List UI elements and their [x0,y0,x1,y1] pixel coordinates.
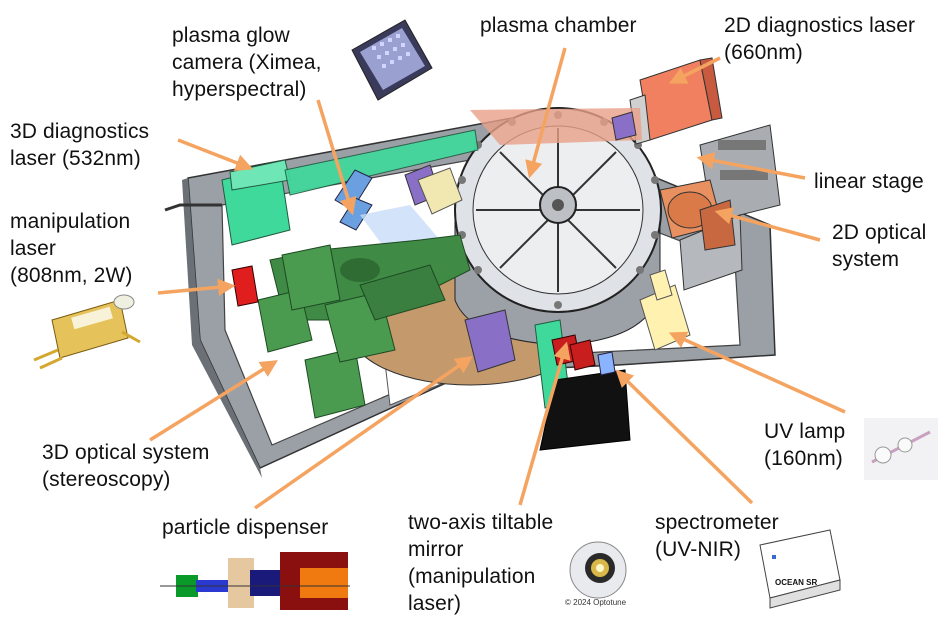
svg-text:OCEAN SR: OCEAN SR [775,578,817,587]
label-uv-lamp: UV lamp (160nm) [764,420,846,470]
label-laser-3d: 3D diagnostics laser (532nm) [10,120,150,170]
uv-lamp-photo-icon [864,418,938,480]
label-plasma-glow-camera: plasma glow camera (Ximea, hyperspectral… [172,24,322,101]
laser-diode-icon [33,294,141,370]
optical-3d-body [257,234,471,419]
spectrometer-box-icon: OCEAN SR [759,529,841,609]
label-tiltable-mirror: two-axis tiltable mirror (manipulation l… [408,511,554,615]
laser-3d-body [164,129,479,246]
sensor-chip-icon [351,19,433,101]
dispenser-section-icon [160,552,350,610]
manipulation-laser-block [231,265,259,307]
label-plasma-chamber: plasma chamber [480,14,637,37]
label-manipulation-laser: manipulation laser (808nm, 2W) [10,210,133,287]
label-particle-dispenser: particle dispenser [162,516,329,539]
plasma-chamber-body [454,107,662,346]
optical-2d-body [659,179,736,251]
optotune-credit: © 2024 Optotune [565,598,627,607]
laser-2d-body [470,57,723,145]
purple-mounts [404,111,637,373]
label-optical-2d: 2D optical system [832,221,927,271]
label-optical-3d: 3D optical system (stereoscopy) [42,441,210,491]
mirror-mount-icon [569,541,627,599]
label-laser-2d: 2D diagnostics laser (660nm) [724,14,916,64]
label-spectrometer: spectrometer (UV-NIR) [655,511,779,561]
label-linear-stage: linear stage [814,170,924,193]
callout-arrows [149,47,846,510]
